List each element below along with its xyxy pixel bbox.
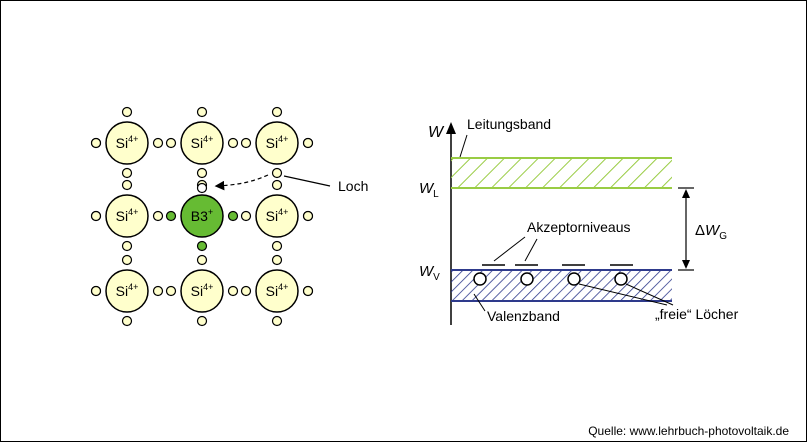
valence-electron	[165, 285, 177, 297]
valence-electron	[196, 254, 208, 266]
silicon-atom	[255, 269, 299, 313]
conduction-band	[451, 158, 672, 188]
valence-electron	[196, 240, 208, 252]
valence-electron	[240, 285, 252, 297]
valence-electron	[90, 285, 102, 297]
valence-electron	[302, 285, 314, 297]
hole-jump-arrow	[214, 174, 269, 191]
conduction-band-label: Leitungsband	[467, 116, 551, 132]
valence-electron	[90, 137, 102, 149]
acceptor-label: Akzeptorniveaus	[527, 219, 631, 235]
valence-electron	[271, 240, 283, 252]
silicon-atom	[255, 121, 299, 165]
silicon-atom	[180, 121, 224, 165]
band-diagram: W Leitungsband Valenzband WL WV ΔWG Akze…	[419, 116, 739, 325]
silicon-atom	[105, 194, 149, 238]
valence-electron	[121, 179, 133, 191]
wl-label: WL	[419, 180, 439, 200]
silicon-atom-label: Si4+	[116, 134, 139, 151]
crystal-lattice: Si4+ Si4+ Si4+ Si4+ B3+ Si4+ Si4+ Si4+ Si4+	[90, 106, 314, 327]
silicon-atom	[105, 269, 149, 313]
valence-band	[451, 270, 672, 301]
valence-electron	[271, 179, 283, 191]
free-holes-label: „freie“ Löcher	[655, 306, 739, 322]
valence-electron	[121, 315, 133, 327]
valence-electron	[271, 254, 283, 266]
silicon-atom-label: Si4+	[266, 282, 289, 299]
valence-electron	[227, 137, 239, 149]
valence-electron	[121, 106, 133, 118]
valence-electron	[152, 137, 164, 149]
valence-electron	[196, 315, 208, 327]
silicon-atom-label: Si4+	[266, 134, 289, 151]
band-gap-label: ΔWG	[695, 222, 727, 242]
source-credit: Quelle: www.lehrbuch-photovoltaik.de	[588, 424, 789, 438]
valence-electron	[165, 137, 177, 149]
wv-label: WV	[419, 263, 440, 283]
silicon-atom-label: Si4+	[191, 134, 214, 151]
silicon-atom	[255, 194, 299, 238]
valence-electron	[302, 137, 314, 149]
boron-atom-label: B3+	[191, 207, 213, 224]
valence-electron	[121, 254, 133, 266]
valence-electron	[240, 210, 252, 222]
energy-axis-label: W	[428, 124, 445, 141]
valence-electron	[302, 210, 314, 222]
valence-electron	[227, 210, 239, 222]
silicon-atom-label: Si4+	[191, 282, 214, 299]
free-holes	[473, 272, 628, 286]
valence-electron	[165, 210, 177, 222]
valence-electron	[196, 106, 208, 118]
conduction-band-pointer	[459, 134, 468, 158]
valence-electron	[90, 210, 102, 222]
valence-electron	[152, 285, 164, 297]
valence-electron	[121, 240, 133, 252]
valence-electron	[196, 167, 208, 179]
hole-label: Loch	[338, 178, 368, 194]
valence-electron	[152, 210, 164, 222]
silicon-atom-label: Si4+	[116, 282, 139, 299]
boron-atom	[180, 194, 224, 238]
valence-electron	[227, 285, 239, 297]
valence-electron	[271, 167, 283, 179]
hole-site	[196, 182, 208, 194]
valence-band-label: Valenzband	[487, 308, 560, 324]
valence-electron	[271, 106, 283, 118]
energy-axis-arrow	[446, 122, 456, 134]
silicon-atom	[105, 121, 149, 165]
silicon-atom-label: Si4+	[116, 207, 139, 224]
hole-pointer-line	[283, 175, 331, 187]
valence-electron	[240, 137, 252, 149]
silicon-atom	[180, 269, 224, 313]
silicon-atom-label: Si4+	[266, 207, 289, 224]
valence-electron	[271, 315, 283, 327]
valence-band-pointer	[473, 293, 486, 312]
valence-electron	[121, 167, 133, 179]
